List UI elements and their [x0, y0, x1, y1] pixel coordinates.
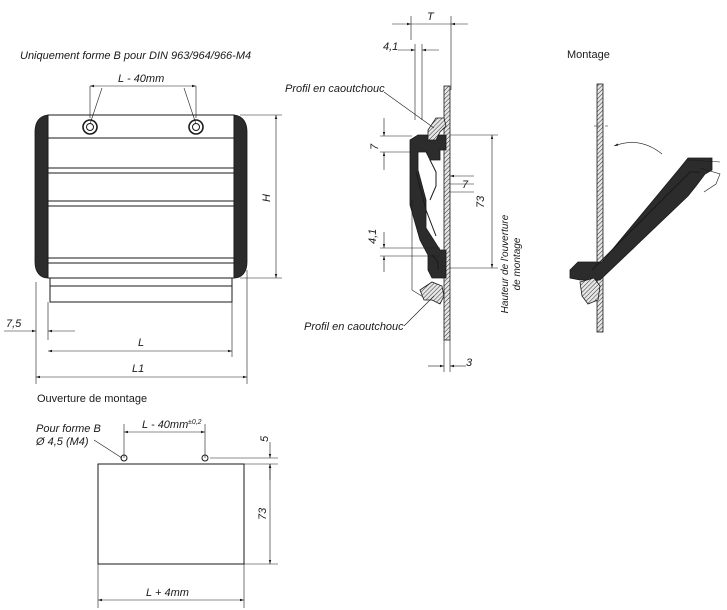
section-3: 3: [466, 357, 473, 369]
form-b-note: Uniquement forme B pour DIN 963/964/966-…: [20, 50, 251, 62]
tolerance: ±0,2: [188, 419, 202, 426]
section-73: 73: [475, 195, 487, 208]
montage-wall: [596, 83, 604, 333]
opening-hole-right: [201, 454, 209, 462]
opening-title: Ouverture de montage: [37, 393, 147, 405]
form-b-holes-line1: Pour forme B: [36, 423, 101, 435]
section-7-left: 7: [369, 143, 381, 150]
rubber-profile-top-label: Profil en caoutchouc: [285, 83, 385, 95]
section-t: T: [427, 11, 435, 23]
hole-spacing-top: L - 40mm: [118, 73, 164, 85]
section-4-1-top: 4,1: [383, 41, 398, 53]
left-rubber-cap: [34, 114, 49, 279]
opening-height-line2: de montage: [512, 237, 523, 290]
handle-body: [47, 114, 235, 279]
offset-7-5: 7,5: [6, 318, 22, 330]
right-rubber-cap: [233, 114, 248, 279]
mounting-hole-right: [188, 119, 204, 135]
section-view: T 4,1 7 73 Hauteur de l'ouverture de mo: [285, 11, 523, 372]
bottom-flange: [49, 277, 233, 303]
dim-5: 5: [259, 435, 271, 442]
montage-handle: [569, 157, 713, 281]
mounting-opening-view: Ouverture de montage Pour forme B Ø 4,5 …: [35, 393, 278, 608]
height-h: H: [261, 194, 273, 202]
rotation-arrow: [613, 142, 663, 155]
hole-spacing-bottom: L - 40mm: [142, 419, 188, 431]
opening-hole-left: [120, 454, 128, 462]
opening-width: L + 4mm: [146, 587, 189, 599]
rubber-profile-top: [427, 117, 447, 141]
opening-rectangle: [97, 463, 245, 565]
length-l1: L1: [132, 363, 144, 375]
montage-title: Montage: [567, 49, 610, 61]
rubber-profile-bottom-label: Profil en caoutchouc: [304, 321, 404, 333]
dim-73-bottom: 73: [257, 507, 269, 520]
mounting-wall: [443, 85, 451, 341]
length-l: L: [138, 337, 144, 349]
montage-view: Montage: [567, 49, 721, 333]
opening-height-line1: Hauteur de l'ouverture: [500, 214, 511, 313]
front-view: Uniquement forme B pour DIN 963/964/966-…: [4, 50, 282, 384]
section-7-right: 7: [462, 179, 469, 191]
section-4-1-bottom: 4,1: [367, 229, 379, 244]
mounting-hole-left: [82, 119, 98, 135]
handle-profile: [409, 134, 447, 279]
form-b-holes-line2: Ø 4,5 (M4): [35, 436, 89, 448]
rubber-profile-bottom: [419, 281, 445, 305]
montage-rubber: [579, 277, 601, 305]
